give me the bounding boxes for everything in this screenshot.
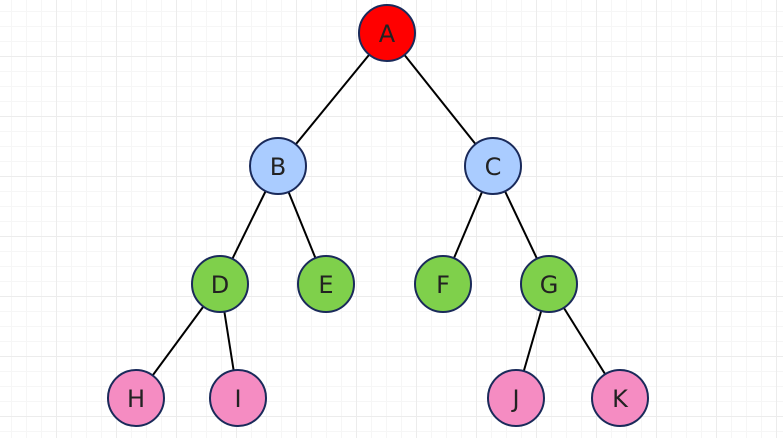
node-f: F — [414, 255, 472, 313]
node-a: A — [358, 4, 416, 62]
node-f-circle — [414, 255, 472, 313]
node-j: J — [487, 369, 545, 427]
node-e-label: E — [318, 271, 333, 299]
node-f-label: F — [436, 271, 450, 299]
tree-edges — [135, 32, 621, 399]
node-i-label: I — [234, 385, 241, 413]
node-k-label: K — [612, 385, 629, 413]
node-e-circle — [297, 255, 355, 313]
node-c-label: C — [485, 153, 502, 181]
node-a-circle — [358, 4, 416, 62]
tree-nodes: A B C D E F G H I J K — [107, 4, 649, 427]
node-b-label: B — [270, 153, 286, 181]
node-j-circle — [487, 369, 545, 427]
node-c-circle — [464, 137, 522, 195]
node-k-circle — [591, 369, 649, 427]
node-k: K — [591, 369, 649, 427]
node-d-circle — [191, 255, 249, 313]
node-i: I — [209, 369, 267, 427]
node-c: C — [464, 137, 522, 195]
node-d: D — [191, 255, 249, 313]
node-g: G — [520, 255, 578, 313]
node-e: E — [297, 255, 355, 313]
node-h-circle — [107, 369, 165, 427]
node-b-circle — [249, 137, 307, 195]
node-i-circle — [209, 369, 267, 427]
node-b: B — [249, 137, 307, 195]
node-j-label: J — [510, 385, 519, 413]
node-a-label: A — [379, 20, 396, 48]
node-g-circle — [520, 255, 578, 313]
node-h: H — [107, 369, 165, 427]
node-d-label: D — [211, 271, 229, 299]
node-g-label: G — [540, 271, 559, 299]
node-h-label: H — [127, 385, 145, 413]
